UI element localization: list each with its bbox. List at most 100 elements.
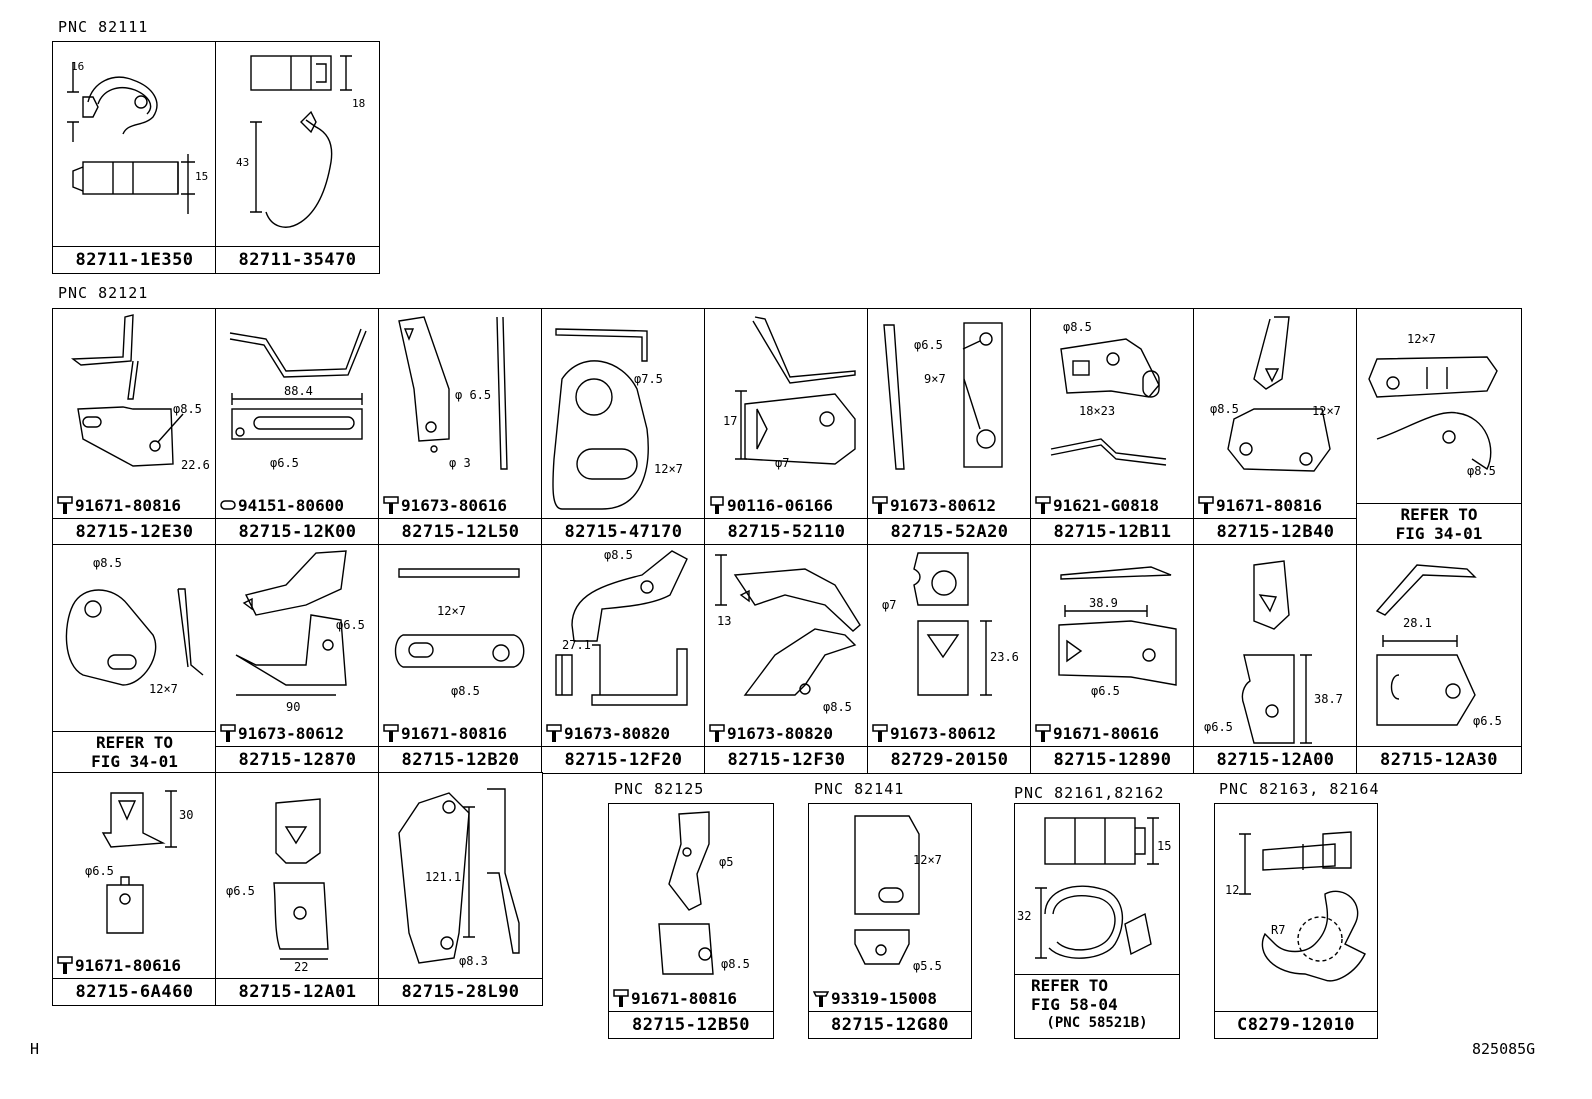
part-cell[interactable]: φ8.5 27.1 91673-80820 82715-12F20 xyxy=(541,544,706,774)
part-number: 82715-12A01 xyxy=(216,978,379,1005)
dimension-label: φ8.5 xyxy=(93,556,122,570)
part-cell[interactable]: φ8.5 12×7 REFER TO FIG 34-01 xyxy=(52,544,217,774)
part-number: 82715-12K00 xyxy=(216,518,379,545)
bolt-callout: 91671-80816 xyxy=(1198,495,1322,515)
bolt-callout: 91671-80616 xyxy=(1035,723,1159,743)
bolt-callout: 91673-80612 xyxy=(872,495,996,515)
dimension-label: φ 6.5 xyxy=(455,388,491,402)
bolt-icon xyxy=(872,495,888,515)
bolt-icon xyxy=(57,955,73,975)
part-number: 82715-12890 xyxy=(1031,746,1194,773)
part-number: 82715-12F20 xyxy=(542,746,705,773)
part-cell[interactable]: 88.4 φ6.5 94151-80600 82715-12K00 xyxy=(215,308,380,546)
dimension-label: φ5.5 xyxy=(913,959,942,973)
part-cell[interactable]: 13 φ8.5 91673-80820 82715-12F30 xyxy=(704,544,869,774)
part-cell[interactable]: 28.1 φ6.5 82715-12A30 xyxy=(1356,544,1522,774)
dimension-label: 12×7 xyxy=(1407,332,1436,346)
dimension-label: 27.1 xyxy=(562,638,591,652)
part-cell[interactable]: φ6.5 22 82715-12A01 xyxy=(215,772,380,1006)
dimension-label: 30 xyxy=(179,808,193,822)
part-cell[interactable]: 121.1 φ8.3 82715-28L90 xyxy=(378,772,543,1006)
part-cell[interactable]: φ6.5 90 91673-80612 82715-12870 xyxy=(215,544,380,774)
part-cell[interactable]: 16 15 82711-1E350 xyxy=(52,41,217,274)
dimension-label: φ8.5 xyxy=(1467,464,1496,478)
dimension-label: φ6.5 xyxy=(270,456,299,470)
part-number: 82715-12F30 xyxy=(705,746,868,773)
drawing-number: 825085G xyxy=(1472,1040,1536,1058)
dimension-label: 43 xyxy=(236,156,249,169)
dimension-label: 17 xyxy=(723,414,737,428)
dimension-label: 12×7 xyxy=(437,604,466,618)
part-number: 82715-52110 xyxy=(705,518,868,545)
dimension-label: φ6.5 xyxy=(1091,684,1120,698)
dimension-label: 12 xyxy=(1225,883,1239,897)
bolt-callout: 90116-06166 xyxy=(709,495,833,515)
part-number: 82715-12A30 xyxy=(1357,746,1521,773)
corner-code: H xyxy=(30,1040,40,1058)
part-cell[interactable]: 38.9 φ6.5 91671-80616 82715-12890 xyxy=(1030,544,1195,774)
dimension-label: 12×7 xyxy=(149,682,178,696)
bolt-callout: 91673-80820 xyxy=(546,723,670,743)
bolt-icon xyxy=(1198,495,1214,515)
part-number: 82715-47170 xyxy=(542,518,705,545)
dimension-label: φ6.5 xyxy=(85,864,114,878)
dimension-label: φ8.5 xyxy=(604,548,633,562)
part-cell[interactable]: φ8.5 12×7 91671-80816 82715-12B40 xyxy=(1193,308,1358,546)
part-number: 82715-28L90 xyxy=(379,978,542,1005)
part-cell[interactable]: φ7 23.6 91673-80612 82729-20150 xyxy=(867,544,1032,774)
dimension-label: φ7 xyxy=(882,598,896,612)
bolt-icon xyxy=(546,723,562,743)
refer-note: REFER TO FIG 34-01 xyxy=(53,731,216,773)
dimension-label: φ 3 xyxy=(449,456,471,470)
dimension-label: 90 xyxy=(286,700,300,714)
bolt-callout: 91673-80612 xyxy=(872,723,996,743)
part-number: 82715-12L50 xyxy=(379,518,542,545)
bolt-icon xyxy=(1035,723,1051,743)
part-number: 82715-12B20 xyxy=(379,746,542,773)
part-cell[interactable]: 12×7 φ5.5 93319-15008 82715-12G80 xyxy=(808,803,972,1039)
part-cell[interactable]: 12×7 φ8.5 91671-80816 82715-12B20 xyxy=(378,544,543,774)
part-cell[interactable]: 18 43 82711-35470 xyxy=(215,41,380,274)
part-number: 82715-12870 xyxy=(216,746,379,773)
bolt-callout: 91673-80612 xyxy=(220,723,344,743)
dimension-label: φ8.5 xyxy=(721,957,750,971)
dimension-label: 88.4 xyxy=(284,384,313,398)
dimension-label: φ8.5 xyxy=(173,402,202,416)
part-number: C8279-12010 xyxy=(1215,1011,1377,1038)
part-number: 82715-6A460 xyxy=(53,978,216,1005)
bolt-callout: 93319-15008 xyxy=(813,988,937,1008)
refer-note: REFER TO FIG 58-04 (PNC 58521B) xyxy=(1015,974,1179,1038)
dimension-label: 18 xyxy=(352,97,365,110)
part-number: 82711-35470 xyxy=(216,246,379,273)
part-cell[interactable]: φ7.5 12×7 82715-47170 xyxy=(541,308,706,546)
bolt-icon xyxy=(872,723,888,743)
pnc-label: PNC 82125 xyxy=(614,780,705,798)
dimension-label: φ8.5 xyxy=(451,684,480,698)
dimension-label: φ7.5 xyxy=(634,372,663,386)
bolt-callout: 91673-80820 xyxy=(709,723,833,743)
part-cell[interactable]: 17 φ7 90116-06166 82715-52110 xyxy=(704,308,869,546)
dimension-label: 32 xyxy=(1017,909,1031,923)
bolt-icon xyxy=(220,723,236,743)
bolt-icon xyxy=(709,723,725,743)
part-cell[interactable]: φ6.5 9×7 91673-80612 82715-52A20 xyxy=(867,308,1032,546)
part-cell[interactable]: 12×7 φ8.5 REFER TO FIG 34-01 xyxy=(1356,308,1522,546)
bolt-callout: 91673-80616 xyxy=(383,495,507,515)
dimension-label: φ8.5 xyxy=(1210,402,1239,416)
part-number: 82715-12G80 xyxy=(809,1011,971,1038)
part-cell[interactable]: 15 32 REFER TO FIG 58-04 (PNC 58521B) xyxy=(1014,803,1180,1039)
bolt-icon xyxy=(813,988,829,1008)
dimension-label: 28.1 xyxy=(1403,616,1432,630)
bolt-callout: 91621-G0818 xyxy=(1035,495,1159,515)
part-cell[interactable]: φ8.5 18×23 91621-G0818 82715-12B11 xyxy=(1030,308,1195,546)
part-cell[interactable]: 12 R7 C8279-12010 xyxy=(1214,803,1378,1039)
part-number: 82715-12E30 xyxy=(53,518,216,545)
part-cell[interactable]: φ8.5 22.6 91671-80816 82715-12E30 xyxy=(52,308,217,546)
part-cell[interactable]: φ 6.5 φ 3 91673-80616 82715-12L50 xyxy=(378,308,543,546)
part-cell[interactable]: φ5 φ8.5 91671-80816 82715-12B50 xyxy=(608,803,774,1039)
part-cell[interactable]: 38.7 φ6.5 82715-12A00 xyxy=(1193,544,1358,774)
dimension-label: R7 xyxy=(1271,923,1285,937)
pnc-label: PNC 82111 xyxy=(58,18,149,36)
dimension-label: 22.6 xyxy=(181,458,210,472)
part-cell[interactable]: 30 φ6.5 91671-80616 82715-6A460 xyxy=(52,772,217,1006)
